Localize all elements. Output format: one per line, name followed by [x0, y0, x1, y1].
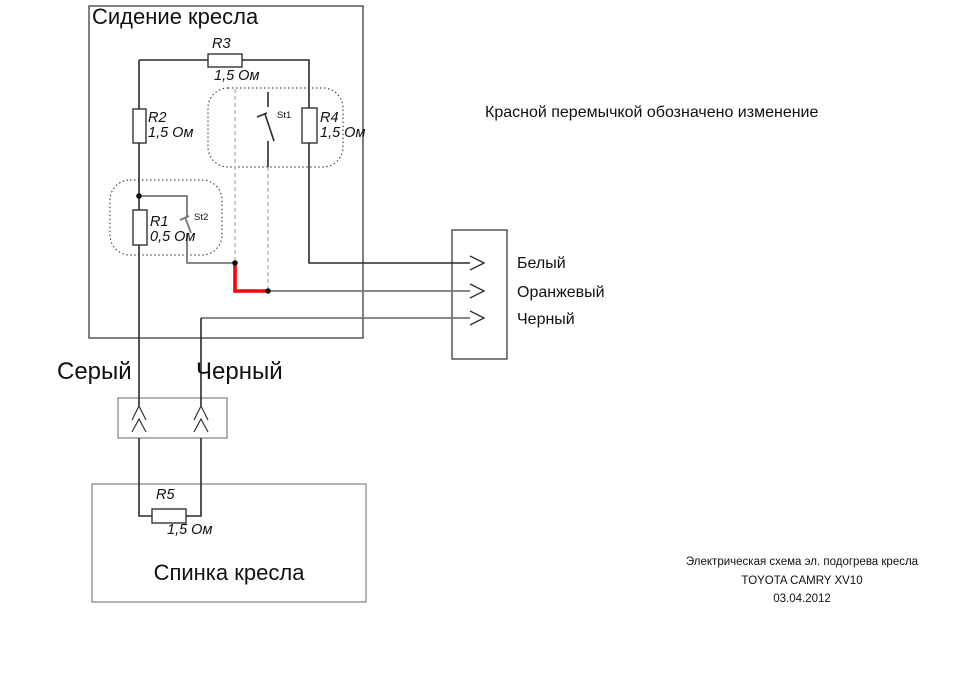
- st2-label: St2: [194, 212, 209, 223]
- r5-name: R5: [156, 487, 175, 503]
- chevron-black-2: [193, 417, 209, 433]
- r2-value: 1,5 Ом: [148, 125, 194, 141]
- enclosure-boxes: [88, 5, 508, 603]
- pin-arrow-orange: [469, 283, 486, 299]
- resistor-r5-body: [151, 508, 187, 524]
- red-jumper: [233, 263, 268, 293]
- wire-black-vertical-lower: [186, 438, 202, 517]
- st1-label: St1: [277, 110, 292, 121]
- st2-switch-blade: [184, 216, 192, 234]
- right-connector-box: [451, 229, 508, 360]
- st1-switch-blade: [264, 113, 275, 142]
- wire-r4-bottom-white-row: [308, 143, 470, 264]
- chevron-black-1: [193, 404, 209, 421]
- junction-dot-r1: [136, 193, 142, 199]
- r3-value: 1,5 Ом: [214, 68, 260, 84]
- wires-removed: [234, 89, 269, 290]
- wire-st2-to-jumper: [186, 233, 233, 264]
- seatback-box: [91, 483, 367, 603]
- inline-connector-chevrons: [131, 404, 209, 433]
- inline-connector-box: [117, 397, 228, 439]
- r3-name: R3: [212, 36, 231, 52]
- junction-dot-jumper-right: [265, 288, 271, 294]
- r4-name: R4: [320, 110, 339, 126]
- resistor-r4-body: [301, 107, 318, 144]
- seat-box-title: Сидение кресла: [92, 4, 259, 29]
- r2-name: R2: [148, 110, 167, 126]
- junction-dot-jumper-top: [232, 260, 238, 266]
- wire-label-black: Черный: [196, 358, 283, 385]
- resistor-bodies: [132, 53, 318, 524]
- chevron-gray-2: [131, 417, 147, 433]
- wire-st2-branch: [139, 195, 188, 217]
- pin-label-orange: Оранжевый: [517, 284, 605, 301]
- wire-top-right: [242, 59, 310, 108]
- pin-label-white: Белый: [517, 255, 566, 272]
- pin-arrow-black: [469, 310, 486, 326]
- pin-arrow-white: [469, 255, 486, 271]
- resistor-r3-body: [207, 53, 243, 68]
- wire-label-gray: Серый: [57, 358, 132, 385]
- title-block-description: Электрическая схема эл. подогрева кресла: [685, 556, 919, 568]
- title-block-date: 03.04.2012: [773, 593, 831, 605]
- r1-name: R1: [150, 214, 169, 230]
- pin-label-black: Черный: [517, 311, 575, 328]
- wires-gray: [139, 195, 470, 319]
- resistor-r2-body: [132, 108, 147, 144]
- connector-pin-arrows: [469, 255, 486, 326]
- dotted-mod-areas: [109, 87, 344, 256]
- modification-note: Красной перемычкой обозначено изменение: [485, 104, 819, 121]
- wire-gray-vertical-lower: [138, 438, 152, 517]
- r1-value: 0,5 Ом: [150, 229, 196, 245]
- title-block: Электрическая схема эл. подогрева кресла…: [641, 553, 960, 609]
- junction-dots: [136, 193, 271, 294]
- st1-switch-tick: [256, 112, 268, 118]
- seat-box: [88, 5, 364, 339]
- title-block-vehicle: TOYOTA CAMRY XV10: [741, 574, 863, 587]
- chevron-gray-1: [131, 404, 147, 421]
- st2-mod-area: [109, 179, 223, 256]
- r4-value: 1,5 Ом: [320, 125, 366, 141]
- seatback-box-title: Спинка кресла: [153, 560, 305, 585]
- resistor-r1-body: [132, 209, 148, 246]
- r5-value: 1,5 Ом: [167, 522, 213, 538]
- wires-black: [138, 59, 470, 517]
